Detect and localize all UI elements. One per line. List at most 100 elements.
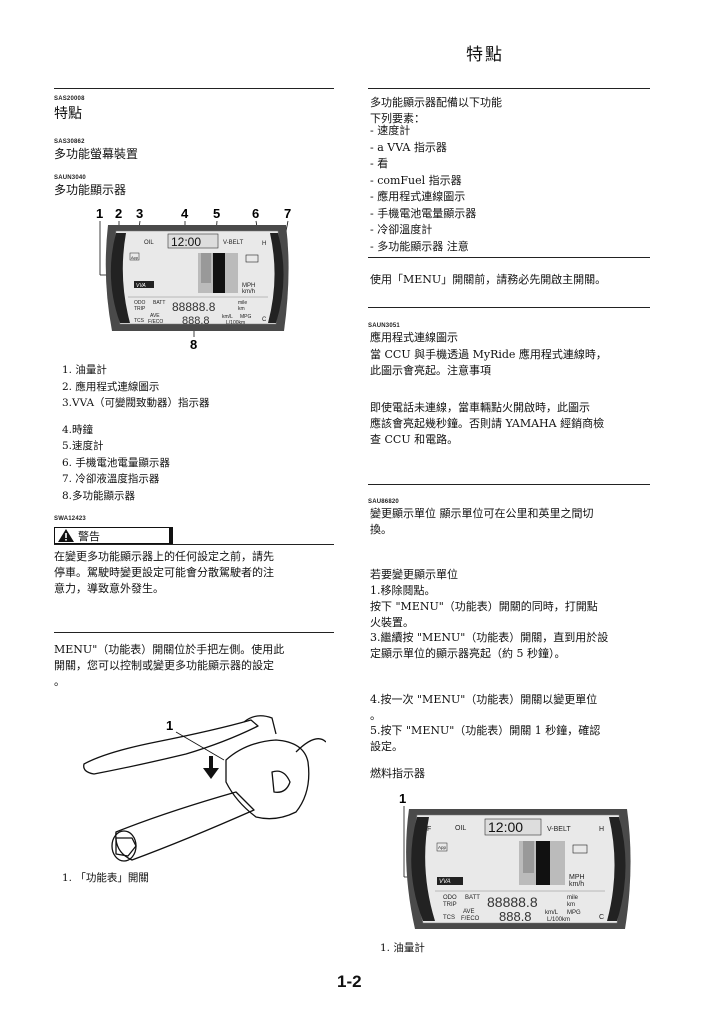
- battery-icon: [245, 254, 259, 263]
- legend-item: 7. 冷卻液溫度指示器: [62, 473, 160, 485]
- callout-1: 1: [96, 206, 103, 221]
- fuel-economy-digits: 888.8: [182, 315, 210, 327]
- temp-cold-label: C: [599, 914, 604, 921]
- app-icon: App: [438, 845, 447, 850]
- units-steps-title: 若要變更顯示單位: [370, 568, 458, 581]
- feature-item: - 手機電池電量顯示器: [370, 206, 477, 220]
- oil-label: OIL: [144, 240, 154, 246]
- warning-triangle-icon: [58, 529, 74, 542]
- app-icon-title: 應用程式連線圖示: [370, 331, 458, 344]
- trip-label: TRIP: [443, 902, 457, 908]
- app-icon-text: 當 CCU 與手機透過 MyRide 應用程式連線時， 此圖示會亮起。注意事項: [370, 348, 607, 377]
- legend-item: 5.速度計: [62, 440, 104, 452]
- feature-item: - comFuel 指示器: [370, 173, 462, 187]
- fuel-full-label: F: [427, 826, 431, 833]
- illustration-caption: 1. 「功能表」開關: [62, 872, 149, 884]
- l100km-unit: L/100km: [547, 917, 570, 923]
- legend-item: 1. 油量計: [62, 364, 107, 376]
- units-code: SAU86820: [368, 499, 399, 505]
- temp-hot-label: H: [262, 241, 266, 247]
- page-number: 1-2: [337, 972, 362, 991]
- batt-label: BATT: [153, 300, 165, 306]
- menu-switch-illustration: 1: [83, 715, 326, 862]
- running-header-title: 特點: [466, 45, 504, 65]
- units-step-2: 按下 "MENU"（功能表）開關的同時，打開點 火裝置。: [370, 600, 598, 629]
- feature-item: - 應用程式連線圖示: [370, 190, 466, 203]
- mile-unit: mile: [567, 895, 579, 901]
- menu-switch-text: MENU"（功能表）開關位於手把左側。使用此 開關，您可以控制或變更多功能顯示器…: [54, 643, 285, 688]
- kmh-label: km/h: [569, 881, 584, 888]
- feature-item: - a VVA 指示器: [370, 140, 447, 154]
- battery-icon: [572, 844, 588, 854]
- clock-display: 12:00: [488, 819, 523, 835]
- feco-label: F/ECO: [148, 319, 163, 325]
- warning-code: SWA12423: [54, 516, 86, 522]
- fuel-indicator-title: 燃料指示器: [370, 767, 425, 780]
- units-step-4: 4.按一次 "MENU"（功能表）開關以變更單位 。: [370, 693, 598, 722]
- warning-label: 警告: [78, 530, 100, 543]
- app-icon: App: [131, 255, 139, 260]
- mile-unit: mile: [238, 300, 247, 306]
- km-unit: km: [567, 902, 575, 908]
- vbelt-label: V-BELT: [547, 826, 571, 833]
- feature-item: - 多功能顯示器 注意: [370, 239, 469, 253]
- odometer-digits: 88888.8: [172, 300, 216, 314]
- callout-7: 7: [284, 206, 291, 221]
- diagram-legend: 1. 油量計 2. 應用程式連線圖示 3.VVA（可變閥致動器）指示器 4.時鐘…: [62, 362, 210, 504]
- clock-display: 12:00: [171, 235, 201, 249]
- ave-label: AVE: [150, 313, 160, 319]
- legend-item: 3.VVA（可變閥致動器）指示器: [62, 397, 210, 409]
- tcs-label: TCS: [134, 318, 145, 324]
- callout-5: 5: [213, 206, 220, 221]
- warning-text: 在變更多功能顯示器上的任何設定之前，請先 停車。駕駛時變更設定可能會分散駕駛者的…: [54, 550, 274, 595]
- note-rule-top: [368, 257, 650, 258]
- mpg-unit: MPG: [240, 314, 252, 320]
- legend-item: 8.多功能顯示器: [62, 489, 136, 502]
- feature-list: - 速度計 - a VVA 指示器 - 看 - comFuel 指示器 - 應用…: [370, 123, 476, 255]
- feature-item: - 冷卻溫度計: [370, 223, 433, 236]
- fuel-full-label: F: [121, 241, 125, 247]
- units-text: 變更顯示單位 顯示單位可在公里和英里之間切 換。: [370, 507, 594, 536]
- fuel-economy-digits: 888.8: [499, 909, 532, 924]
- kml-unit: km/L: [222, 314, 233, 320]
- legend-item: 6. 手機電池電量顯示器: [62, 456, 170, 469]
- units-step-3: 3.繼續按 "MENU"（功能表）開關，直到用於設 定顯示單位的顯示器亮起（約 …: [370, 631, 609, 660]
- app-icon-note: 即使電話未連線，當車輛點火開啟時，此圖示 應該會亮起幾秒鐘。否則請 YAMAHA…: [370, 401, 605, 446]
- fuel-empty-label: E: [427, 914, 432, 921]
- multifunction-display-diagram: 1 2 3 4 5 6 7 8 F E H C OIL 12:00 V-BELT…: [96, 206, 291, 352]
- oil-label: OIL: [455, 825, 466, 832]
- kmh-label: km/h: [242, 289, 255, 295]
- trip-label: TRIP: [134, 306, 146, 312]
- feco-label: F/ECO: [461, 916, 480, 922]
- section-code: SAS20008: [54, 96, 85, 102]
- illus-callout: 1: [166, 718, 173, 733]
- vva-indicator: VVA: [136, 283, 146, 289]
- km-unit: km: [238, 306, 245, 312]
- callout-4: 4: [181, 206, 189, 221]
- units-rule: [368, 484, 650, 485]
- callout-2: 2: [115, 206, 122, 221]
- feature-item: - 看: [370, 157, 389, 170]
- tcs-label: TCS: [443, 915, 455, 921]
- features-intro: 多功能顯示器配備以下功能 下列要素：: [370, 96, 502, 125]
- callout-8: 8: [190, 337, 197, 352]
- batt-label: BATT: [465, 895, 480, 901]
- legend-item: 2. 應用程式連線圖示: [62, 380, 160, 393]
- subsection-code: SAS30862: [54, 139, 85, 145]
- callout-3: 3: [136, 206, 143, 221]
- mpg-unit: MPG: [567, 910, 581, 916]
- units-step-1: 1.移除鬩點。: [370, 584, 436, 597]
- menu-note: 使用「MENU」開關前，請務必先開啟主開關。: [370, 273, 607, 286]
- units-step-5: 5.按下 "MENU"（功能表）開關 1 秒鐘，確認 設定。: [370, 724, 601, 753]
- odo-label: ODO: [443, 895, 457, 901]
- app-code: SAUN3051: [368, 323, 400, 329]
- header-rule-left: [54, 88, 334, 89]
- mph-label: MPH: [242, 283, 255, 289]
- odometer-digits: 88888.8: [487, 894, 538, 910]
- header-rule-right: [368, 88, 650, 89]
- fuel-diagram-caption: 1. 油量計: [380, 942, 425, 954]
- menu-rule: [54, 632, 334, 633]
- callout-6: 6: [252, 206, 259, 221]
- fuel-empty-label: E: [121, 317, 125, 323]
- warning-rule: [54, 544, 334, 545]
